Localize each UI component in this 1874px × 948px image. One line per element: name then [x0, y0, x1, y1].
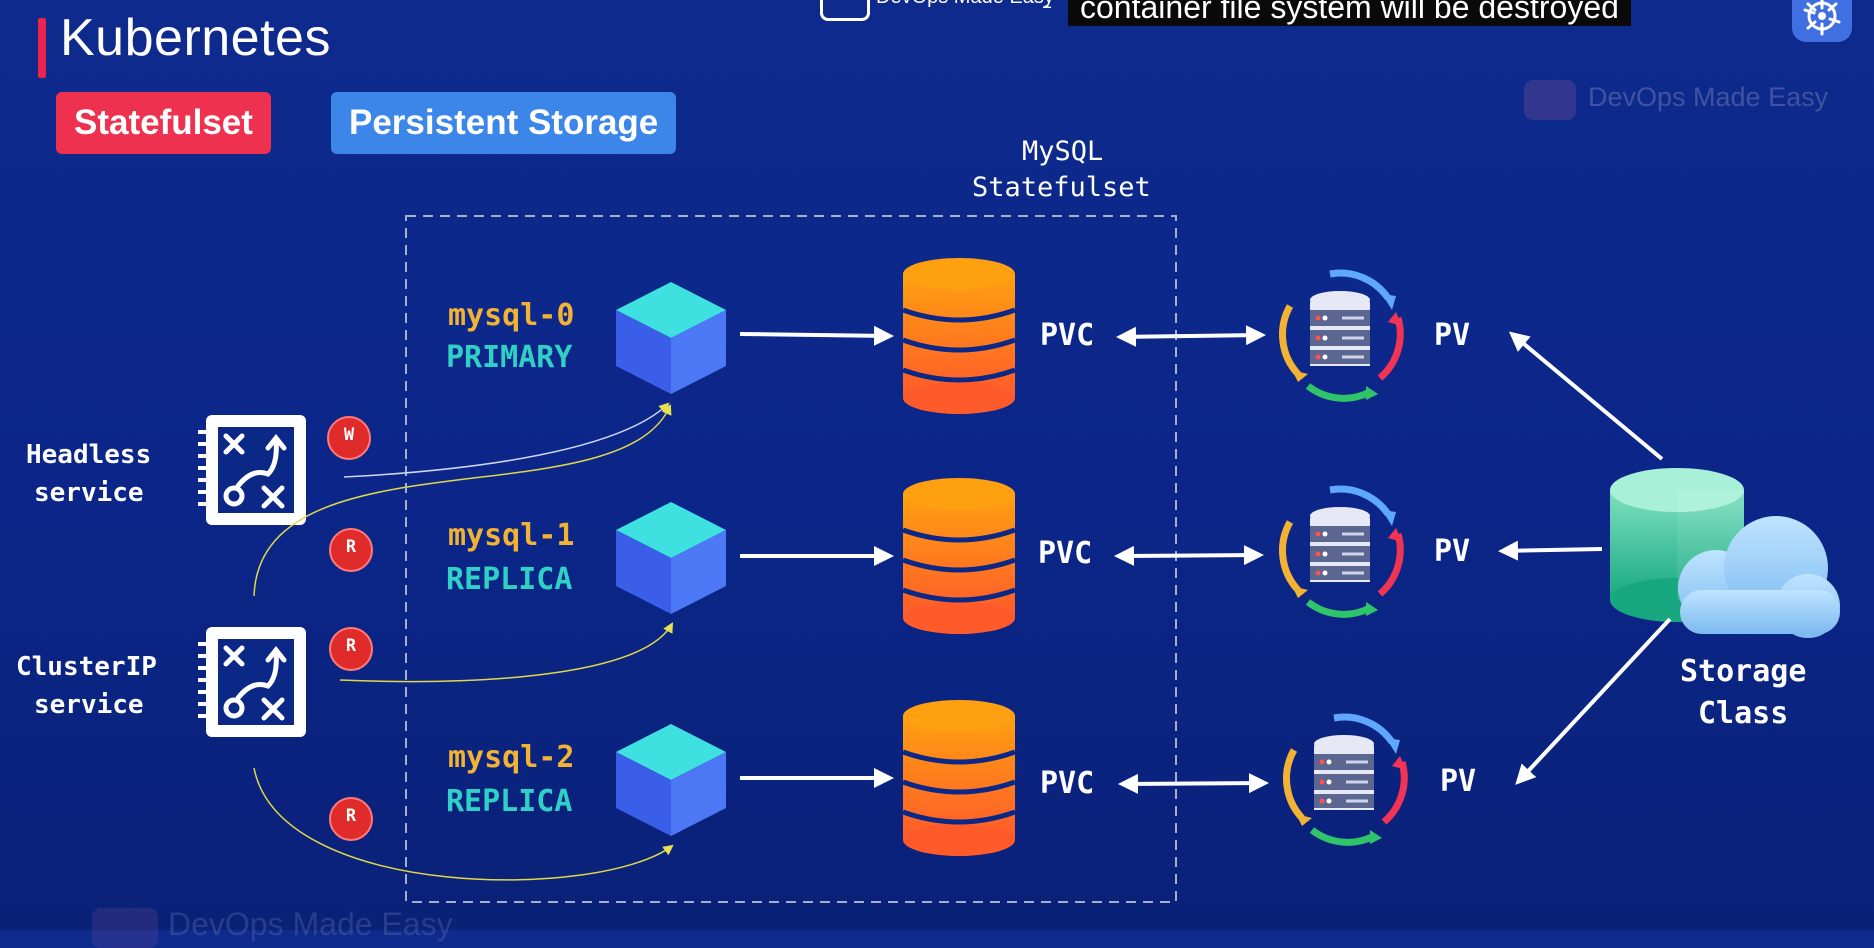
- pv-server-icon: [1286, 717, 1406, 844]
- tag-statefulset: Statefulset: [56, 92, 271, 154]
- write-badge-label: W: [343, 425, 355, 445]
- pvc-pv-arrow: [1114, 545, 1264, 566]
- title-accent-bar: [38, 18, 46, 78]
- read-connection-0: [253, 404, 672, 597]
- pvc-pv-arrow: [1116, 325, 1266, 347]
- storage-pv-arrow: [1515, 617, 1672, 785]
- pvc-database-icon: [903, 478, 1015, 634]
- storage-class-label: Storage: [1680, 654, 1807, 689]
- pv-server-icon: [1282, 489, 1402, 616]
- pvc-pv-arrow: [1118, 773, 1269, 794]
- pod-role: PRIMARY: [446, 340, 573, 375]
- watermark-play-icon: [1524, 80, 1576, 120]
- pod-cube-icon: [616, 724, 726, 836]
- kubernetes-logo-icon: [1792, 0, 1852, 42]
- caption-dash: –: [1042, 0, 1052, 18]
- channel-name: DevOps Made Easy: [876, 0, 1054, 9]
- read-badge: [329, 528, 373, 572]
- storage-pv-arrow: [1498, 540, 1603, 561]
- read-connection-2: [253, 767, 674, 881]
- headless-service-label: Headless: [26, 440, 152, 470]
- storage-class-icon: [1610, 468, 1840, 638]
- read-badge-label: R: [345, 806, 357, 826]
- write-connection: [343, 402, 670, 478]
- youtube-play-icon: [820, 0, 870, 21]
- read-badge: [329, 797, 373, 841]
- pvc-label: PVC: [1038, 536, 1093, 571]
- video-caption: container file system will be destroyed: [1068, 0, 1631, 26]
- pv-label: PV: [1440, 764, 1477, 799]
- pvc-database-icon: [903, 700, 1015, 856]
- clusterip-service-label: service: [34, 690, 144, 720]
- pod-cube-icon: [616, 502, 726, 614]
- pod-name: mysql-0: [448, 298, 575, 333]
- clusterip-service-icon: [198, 627, 306, 737]
- read-badge: [329, 627, 373, 671]
- pvc-label: PVC: [1040, 318, 1095, 353]
- tag-persistent-storage: Persistent Storage: [331, 92, 677, 154]
- pod-name: mysql-1: [448, 518, 575, 553]
- pod-role: REPLICA: [446, 562, 573, 597]
- pv-label: PV: [1434, 534, 1471, 569]
- pv-label: PV: [1434, 318, 1471, 353]
- read-badge-label: R: [345, 636, 357, 656]
- pod-pvc-arrow: [739, 325, 894, 346]
- statefulset-group-label: MySQL: [1022, 136, 1104, 167]
- pod-role: REPLICA: [446, 784, 573, 819]
- pod-name: mysql-2: [448, 740, 575, 775]
- clusterip-service-label: ClusterIP: [16, 652, 157, 682]
- page-title: Kubernetes: [60, 9, 331, 67]
- watermark: DevOps Made Easy: [1588, 82, 1829, 112]
- pvc-database-icon: [903, 258, 1015, 414]
- headless-service-label: service: [34, 478, 144, 508]
- read-connection-1: [339, 622, 674, 683]
- storage-pv-arrow: [1508, 331, 1664, 461]
- pod-cube-icon: [616, 282, 726, 394]
- pvc-label: PVC: [1040, 766, 1095, 801]
- read-badge-label: R: [345, 537, 357, 557]
- headless-service-icon: [198, 415, 306, 525]
- pv-server-icon: [1282, 273, 1402, 400]
- storage-class-label: Class: [1698, 696, 1789, 731]
- write-badge: [327, 416, 371, 460]
- statefulset-group-label: Statefulset: [972, 172, 1151, 203]
